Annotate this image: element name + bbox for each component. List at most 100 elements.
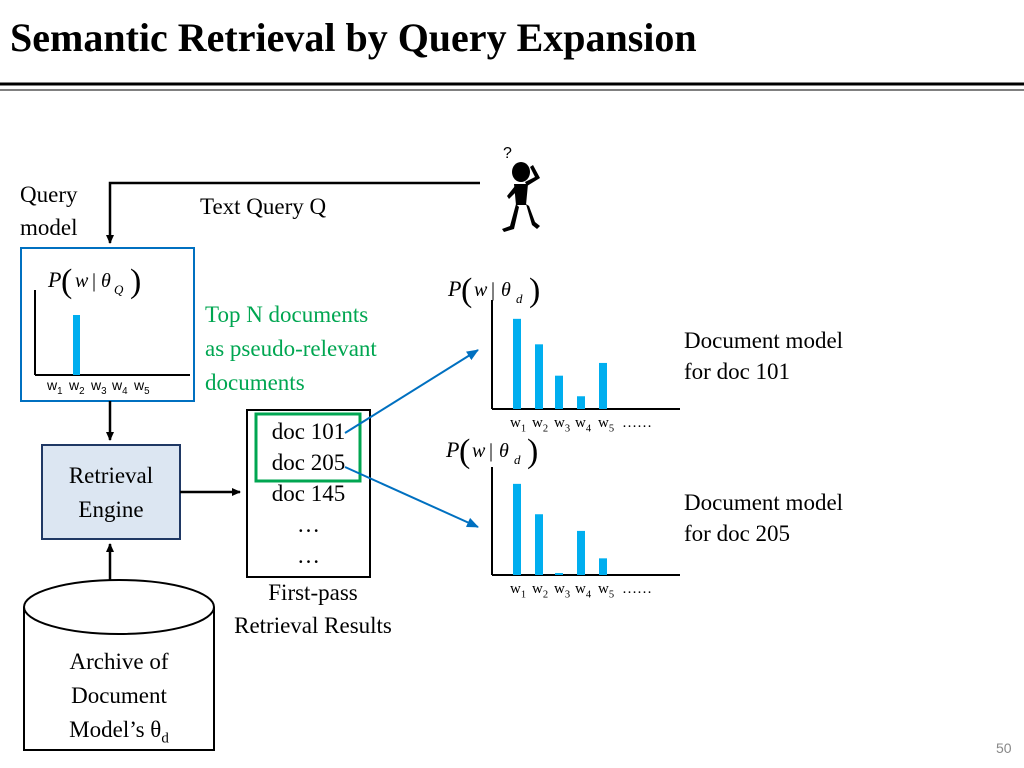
- question-mark: ?: [503, 145, 512, 162]
- query-model-label: Query model: [20, 178, 78, 244]
- first-pass-line1: First-pass: [268, 580, 358, 605]
- formula-w: w: [474, 279, 488, 301]
- query-model-label-line2: model: [20, 215, 78, 240]
- first-pass-label: First-pass Retrieval Results: [213, 576, 413, 642]
- top-n-label: Top N documents as pseudo-relevant docum…: [205, 298, 377, 400]
- query-model-box: [20, 247, 195, 402]
- formula-lparen: (: [61, 263, 72, 300]
- bar-w3: [555, 375, 563, 409]
- result-item: doc 101: [271, 419, 346, 444]
- archive-theta-sub: d: [161, 730, 169, 747]
- tick-label: w4: [575, 581, 592, 601]
- tick-label: w1: [46, 377, 63, 397]
- doc205-formula: P ( w | θ d ): [445, 433, 538, 470]
- tick-label: w5: [133, 377, 150, 397]
- archive-label: Archive of Document Model’s θd: [24, 645, 214, 756]
- retrieval-engine-line2: Engine: [78, 497, 144, 522]
- tick-label: w3: [90, 377, 107, 397]
- tick-label: w2: [532, 581, 548, 601]
- bar-w5: [599, 362, 607, 409]
- bar-w3: [555, 573, 563, 575]
- archive-line3-text: Model’s θ: [69, 717, 162, 742]
- doc101-label-line2: for doc 101: [684, 359, 791, 384]
- query-model-label-line1: Query: [20, 182, 78, 207]
- formula-rparen: ): [529, 272, 540, 309]
- formula-p: P: [445, 437, 459, 462]
- tick-label: w4: [111, 377, 128, 397]
- doc101-label-line1: Document model: [684, 328, 844, 353]
- retrieval-engine-label: Retrieval Engine: [42, 459, 180, 527]
- formula-sub: Q: [114, 282, 124, 297]
- formula-p: P: [47, 267, 61, 292]
- bar-w5: [599, 558, 607, 575]
- confused-user-icon: ?: [502, 145, 540, 232]
- formula-p: P: [447, 276, 461, 301]
- retrieval-engine-line1: Retrieval: [68, 463, 154, 488]
- bar-w2: [535, 344, 543, 409]
- tick-label: w5: [598, 581, 614, 601]
- slide-title: Semantic Retrieval by Query Expansion: [10, 15, 697, 60]
- formula-w: w: [472, 440, 486, 462]
- result-item: …: [297, 543, 320, 568]
- archive-line2: Document: [71, 683, 167, 708]
- tick-label: w3: [554, 415, 570, 435]
- results-box: [246, 409, 371, 578]
- formula-theta: θ: [101, 270, 111, 292]
- doc205-arrow: [344, 466, 479, 528]
- top-n-label-line1: Top N documents: [205, 302, 369, 327]
- result-item: …: [297, 512, 320, 537]
- tick-label: w2: [68, 377, 85, 397]
- formula-sub: d: [514, 452, 521, 467]
- page-number: 50: [996, 740, 1012, 756]
- doc101-formula: P ( w | θ d ): [447, 272, 540, 309]
- tick-label: w5: [598, 415, 614, 435]
- bar-w1: [73, 315, 80, 375]
- formula-bar: |: [92, 270, 96, 292]
- tick-ellipsis: ……: [622, 581, 652, 597]
- text-query-label: Text Query Q: [200, 194, 327, 219]
- doc101-arrow: [344, 349, 479, 434]
- tick-label: w1: [510, 581, 526, 601]
- archive-cylinder: [23, 579, 215, 751]
- formula-rparen: ): [130, 263, 141, 300]
- bar-w4: [577, 530, 585, 575]
- formula-rparen: ): [527, 433, 538, 470]
- formula-lparen: (: [459, 433, 470, 470]
- bar-w1: [513, 483, 521, 575]
- tick-label: w1: [510, 415, 526, 435]
- formula-w: w: [75, 270, 89, 292]
- doc205-label-line2: for doc 205: [684, 521, 791, 546]
- top-n-label-line2: as pseudo-relevant: [205, 336, 377, 361]
- top-n-label-line3: documents: [205, 370, 305, 395]
- result-item: doc 205: [271, 450, 346, 475]
- bar-w2: [535, 514, 543, 575]
- retrieval-engine-box: [41, 444, 181, 540]
- archive-line3: Model’s θd: [24, 713, 214, 756]
- result-item: doc 145: [271, 481, 346, 506]
- text-query-arrow: [106, 181, 480, 244]
- doc205-model-label: Document model for doc 205: [684, 487, 843, 549]
- top-n-highlight: [254, 412, 362, 483]
- formula-sub: d: [516, 291, 523, 306]
- archive-line1: Archive of: [69, 649, 169, 674]
- formula-bar: |: [491, 279, 495, 301]
- formula-bar: |: [489, 440, 493, 462]
- formula-lparen: (: [461, 272, 472, 309]
- tick-label: w3: [554, 581, 570, 601]
- query-model-formula: P ( w | θ Q ): [47, 263, 141, 300]
- doc205-label-line1: Document model: [684, 490, 844, 515]
- tick-label: w2: [532, 415, 548, 435]
- formula-theta: θ: [501, 279, 511, 301]
- first-pass-line2: Retrieval Results: [234, 613, 392, 638]
- results-list: doc 101 doc 205 doc 145 … …: [247, 416, 370, 571]
- formula-theta: θ: [499, 440, 509, 462]
- tick-ellipsis: ……: [622, 415, 652, 431]
- bar-w4: [577, 396, 585, 409]
- tick-label: w4: [575, 415, 592, 435]
- bar-w1: [513, 318, 521, 409]
- doc101-model-label: Document model for doc 101: [684, 325, 843, 387]
